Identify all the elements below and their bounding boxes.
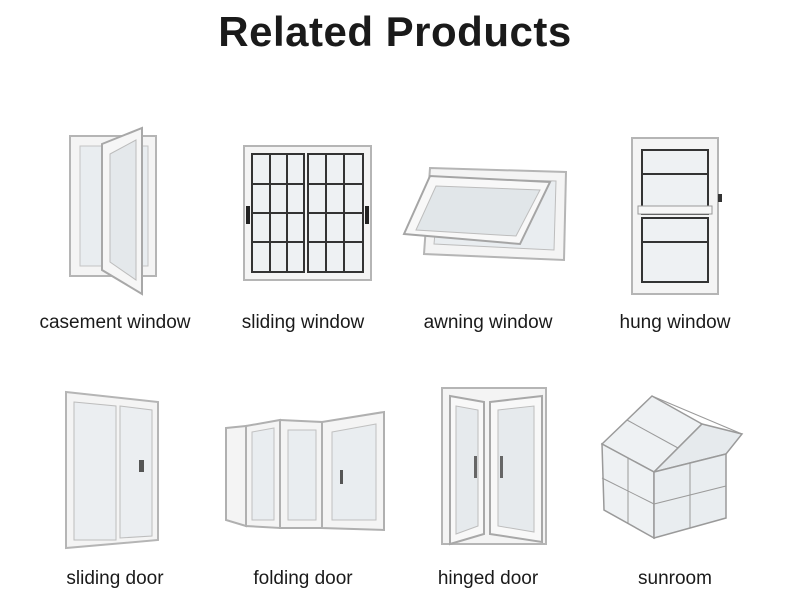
product-label: sliding window <box>241 312 365 333</box>
product-label: hinged door <box>437 568 539 589</box>
product-label: sliding door <box>66 568 164 589</box>
sliding-window-icon[interactable] <box>240 140 375 285</box>
sliding-door-icon[interactable] <box>62 388 162 553</box>
folding-door-icon[interactable] <box>222 404 388 534</box>
product-label: folding door <box>253 568 353 589</box>
casement-window-icon[interactable] <box>62 122 172 297</box>
awning-window-icon[interactable] <box>400 164 570 264</box>
product-label: awning window <box>423 312 553 333</box>
product-label: casement window <box>39 312 191 333</box>
sunroom-icon[interactable] <box>592 388 757 540</box>
hinged-door-icon[interactable] <box>434 384 554 550</box>
product-label: sunroom <box>638 568 712 589</box>
page-title: Related Products <box>218 8 572 55</box>
hung-window-icon[interactable] <box>628 134 723 299</box>
product-label: hung window <box>619 312 731 333</box>
